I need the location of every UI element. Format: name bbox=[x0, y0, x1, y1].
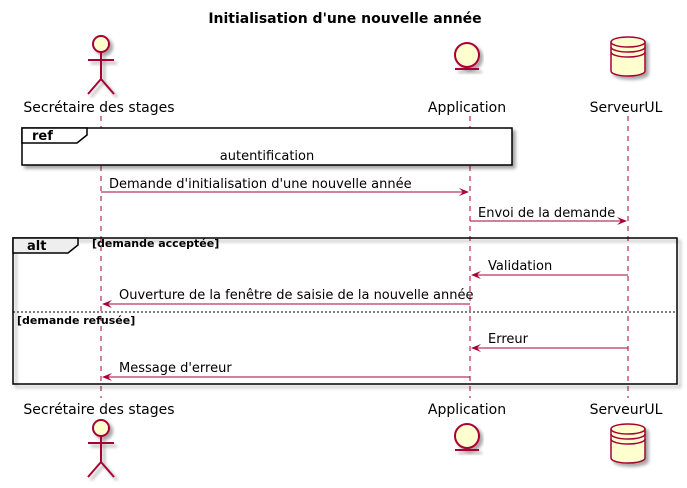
entity-icon bbox=[454, 42, 480, 70]
entity-icon bbox=[454, 423, 480, 451]
alt-tag: alt bbox=[27, 239, 46, 254]
participant-label-application: Application bbox=[428, 402, 506, 418]
ref-tag: ref bbox=[32, 129, 53, 144]
message-label: Ouverture de la fenêtre de saisie de la … bbox=[119, 288, 474, 303]
arrow-head-icon bbox=[459, 188, 469, 196]
diagram-title: Initialisation d'une nouvelle année bbox=[208, 11, 481, 27]
actor-icon bbox=[87, 419, 115, 478]
message-label: Demande d'initialisation d'une nouvelle … bbox=[109, 177, 412, 192]
participant-label-application: Application bbox=[428, 100, 506, 116]
alt-condition: [demande acceptée] bbox=[92, 237, 219, 250]
arrow-head-icon bbox=[617, 217, 627, 225]
arrow-head-icon bbox=[471, 271, 481, 279]
ref-text: autentification bbox=[220, 149, 314, 164]
database-icon bbox=[610, 423, 646, 464]
message-label: Erreur bbox=[488, 332, 529, 347]
arrow-head-icon bbox=[471, 344, 481, 352]
actor-icon bbox=[87, 35, 115, 95]
participant-label-secretaire: Secrétaire des stages bbox=[23, 100, 174, 116]
database-icon bbox=[610, 36, 646, 77]
participant-label-serveur: ServeurUL bbox=[590, 100, 663, 116]
ref-frame bbox=[21, 127, 513, 166]
message-label: Validation bbox=[488, 259, 552, 274]
arrow-head-icon bbox=[102, 373, 112, 381]
alt-condition: [demande refusée] bbox=[17, 314, 135, 327]
arrow-head-icon bbox=[102, 300, 112, 308]
alt-frame bbox=[12, 237, 678, 385]
participant-label-serveur: ServeurUL bbox=[590, 402, 663, 418]
message-label: Message d'erreur bbox=[119, 361, 232, 376]
message-label: Envoi de la demande bbox=[478, 206, 615, 221]
participant-label-secretaire: Secrétaire des stages bbox=[23, 402, 174, 418]
